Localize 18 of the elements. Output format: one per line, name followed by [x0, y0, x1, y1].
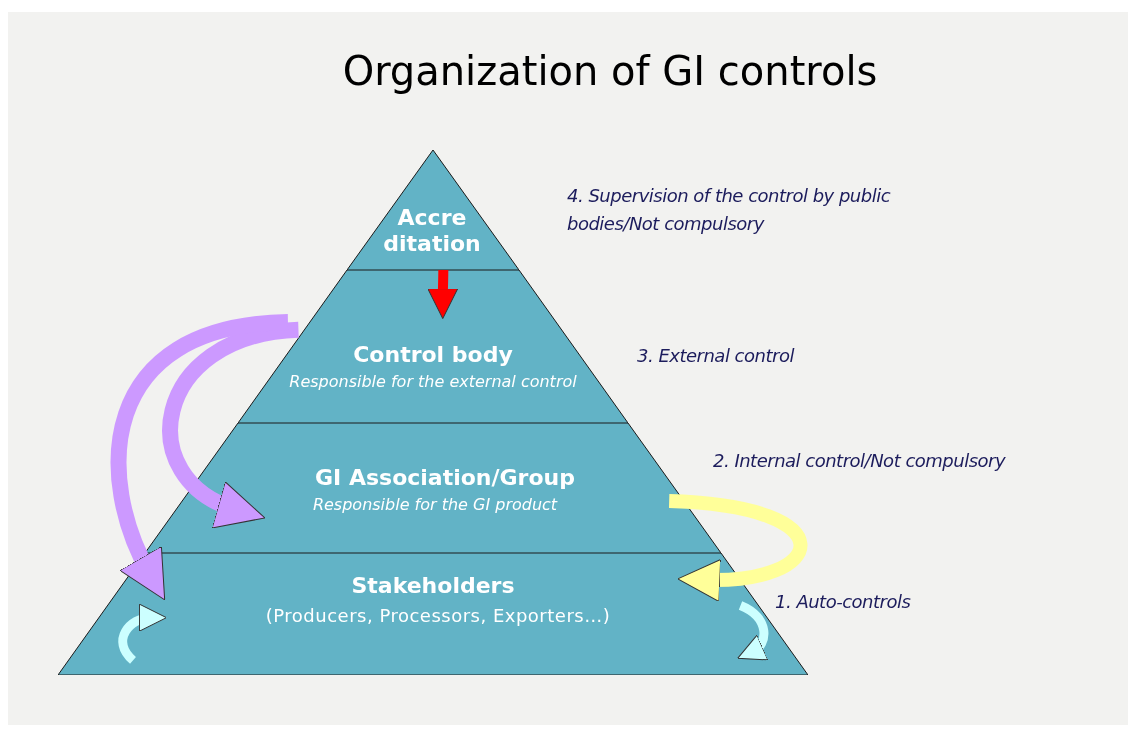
tier-title: Stakeholders: [350, 573, 516, 599]
tier-title: GI Association/Group: [314, 465, 576, 491]
tier-description: (Producers, Processors, Exporters…): [264, 605, 612, 626]
curved-arrow: [118, 604, 167, 664]
tier-description: Responsible for the external control: [288, 372, 578, 391]
tier-description: Responsible for the GI product: [311, 495, 559, 514]
diagram-title: Organization of GI controls: [341, 48, 879, 94]
curved-arrow: [668, 494, 808, 602]
level-note: 4. Supervision of the control by public bodies/Not compulsory: [567, 184, 892, 236]
tier-title: Control body: [352, 342, 514, 368]
level-note: 2. Internal control/Not compulsory: [713, 449, 1007, 473]
level-note: 3. External control: [637, 344, 796, 368]
level-note: 1. Auto-controls: [775, 590, 912, 614]
curved-arrow: [110, 314, 289, 602]
curved-arrow: [162, 321, 300, 526]
down-arrow: [427, 270, 459, 320]
tier-title: Accre ditation: [382, 205, 482, 257]
curved-arrow: [738, 601, 770, 661]
